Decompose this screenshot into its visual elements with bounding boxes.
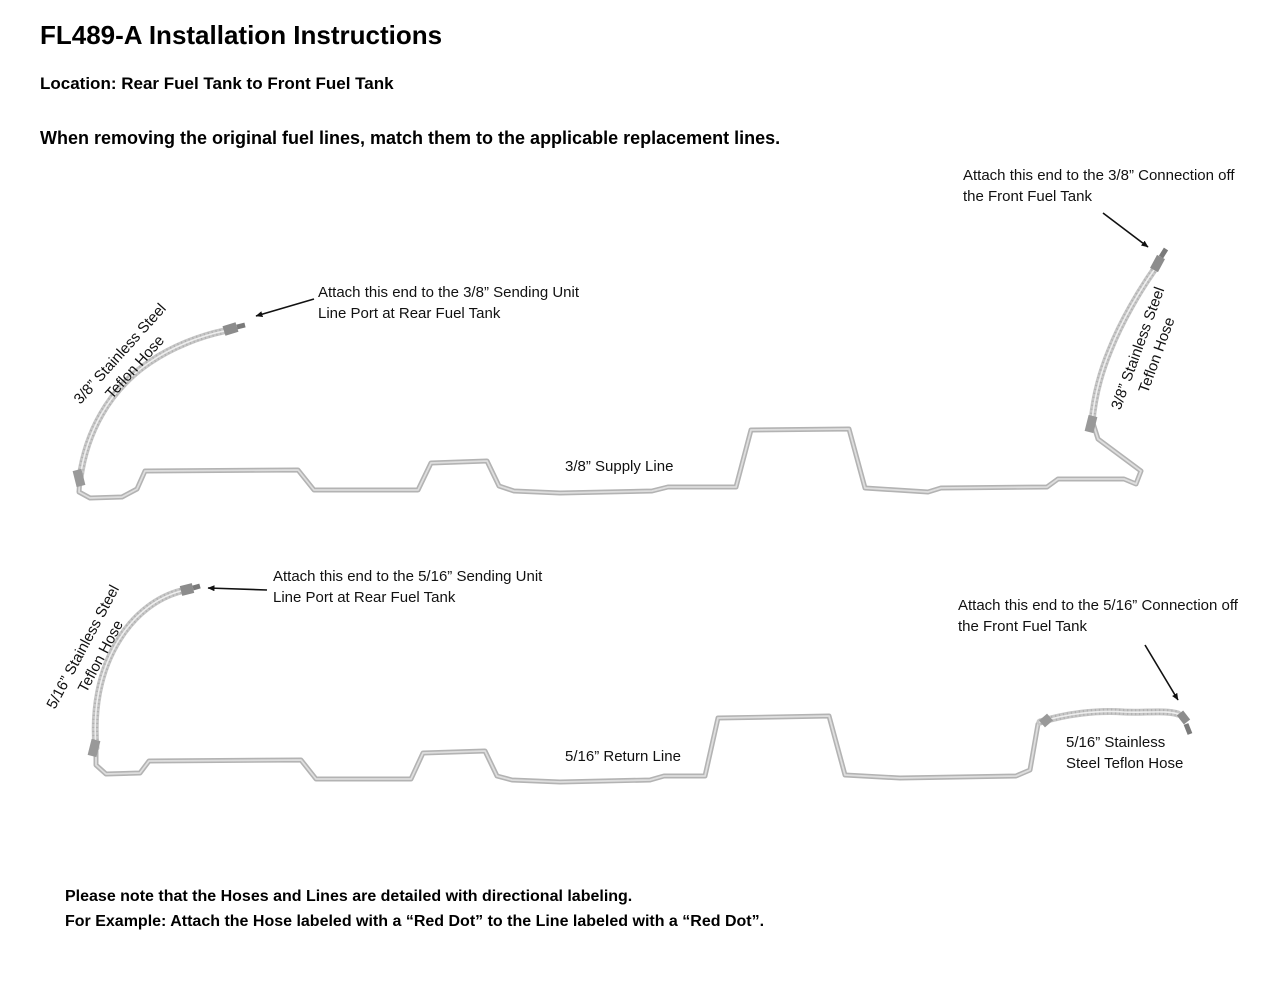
return-right-hose-label: 5/16” Stainless Steel Teflon Hose <box>1066 734 1184 772</box>
page-title: FL489-A Installation Instructions <box>40 20 443 50</box>
arrow-return-front <box>1144 644 1179 701</box>
return-rear-attach-note: Attach this end to the 5/16” Sending Uni… <box>273 568 543 606</box>
return-tube-highlight <box>95 715 1039 783</box>
footer-note-line1: Please note that the Hoses and Lines are… <box>65 888 633 905</box>
location-line: Location: Rear Fuel Tank to Front Fuel T… <box>40 74 394 93</box>
supply-left-hose-fitting-tip <box>236 322 246 330</box>
annotation-arrows <box>207 212 1179 701</box>
return-left-hose-fitting <box>179 583 195 596</box>
supply-right-hose-fitting <box>1150 254 1165 273</box>
arrow-return-rear <box>207 585 268 592</box>
supply-left-union <box>72 468 86 488</box>
supply-line-label: 3/8” Supply Line <box>565 458 674 475</box>
supply-front-attach-note: Attach this end to the 3/8” Connection o… <box>963 167 1235 205</box>
arrow-supply-front <box>1102 212 1149 248</box>
supply-right-hose-highlight <box>1091 269 1155 423</box>
supply-tube-highlight <box>78 419 1142 499</box>
supply-right-union <box>1084 414 1098 434</box>
intro-line: When removing the original fuel lines, m… <box>40 128 781 148</box>
supply-rear-attach-note: Attach this end to the 3/8” Sending Unit… <box>318 284 579 322</box>
supply-left-hose-highlight <box>79 330 225 479</box>
return-left-hose-fitting-tip <box>192 583 201 591</box>
return-front-attach-note: Attach this end to the 5/16” Connection … <box>958 597 1238 635</box>
return-right-hose-highlight <box>1039 710 1179 723</box>
return-right-hose-fitting <box>1176 710 1191 725</box>
return-line-label: 5/16” Return Line <box>565 748 681 765</box>
supply-line-drawing <box>72 247 1169 501</box>
supply-left-hose-fitting <box>222 322 239 336</box>
footer-note-line2: For Example: Attach the Hose labeled wit… <box>65 913 765 930</box>
return-right-union <box>1039 713 1053 728</box>
return-line-drawing <box>87 583 1193 785</box>
return-left-union <box>87 738 101 758</box>
arrow-supply-rear <box>255 298 315 318</box>
supply-right-hose-fitting-tip <box>1158 247 1169 259</box>
return-left-hose-highlight <box>94 590 182 749</box>
return-right-hose-fitting-tip <box>1183 723 1193 735</box>
footer-notes: Please note that the Hoses and Lines are… <box>65 884 764 934</box>
